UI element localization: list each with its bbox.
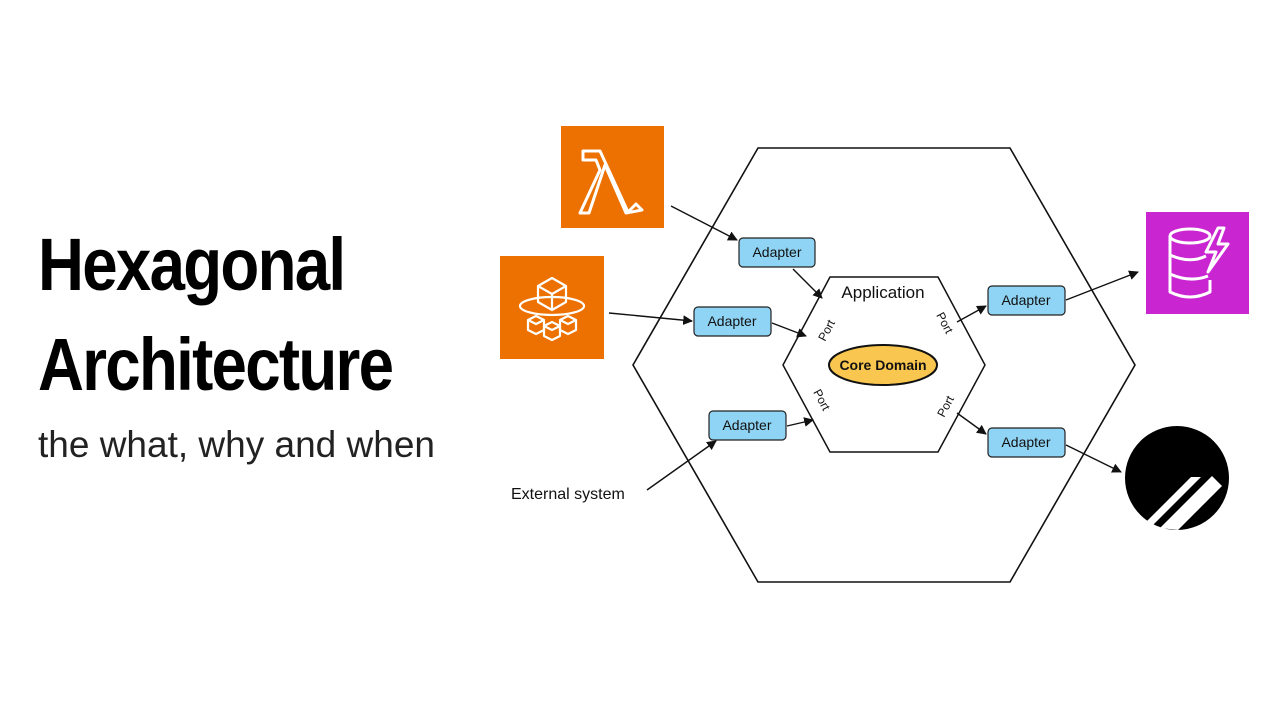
cube-cluster-icon: [500, 256, 604, 359]
adapter-top: Adapter: [738, 237, 816, 268]
title-architecture: Architecture: [38, 323, 394, 406]
edge-adapter-to-app-bottom: [786, 417, 814, 427]
outer-hexagon: [632, 147, 1136, 583]
adapter-left-label: Adapter: [707, 313, 756, 329]
edge-adapter-to-app-left: [771, 322, 807, 338]
external-system-label: External system: [511, 486, 625, 503]
edge-adapter-to-dynamodb: [1065, 270, 1139, 301]
subtitle: the what, why and when: [38, 424, 435, 465]
edge-app-to-adapter-right-top: [956, 305, 987, 323]
core-domain-label: Core Domain: [839, 357, 926, 373]
edge-adapter-to-planetscale: [1065, 444, 1122, 473]
planetscale-icon: [1125, 426, 1229, 530]
adapter-bottom-left-label: Adapter: [722, 417, 771, 433]
core-domain-ellipse: [828, 344, 938, 386]
adapter-left: Adapter: [693, 306, 772, 337]
edge-app-to-adapter-right-bottom: [956, 412, 987, 435]
adapter-top-label: Adapter: [752, 244, 801, 260]
adapter-right-top: Adapter: [987, 285, 1066, 316]
adapter-right-bottom: Adapter: [987, 427, 1066, 458]
adapter-right-top-label: Adapter: [1001, 292, 1050, 308]
edge-external-to-adapter: [646, 440, 717, 491]
application-label: Application: [841, 283, 924, 302]
title-hexagonal: Hexagonal: [38, 223, 346, 306]
edge-appsync-to-adapter: [608, 312, 693, 326]
adapter-bottom-left: Adapter: [708, 410, 787, 441]
edge-lambda-to-adapter: [670, 205, 738, 241]
adapter-right-bottom-label: Adapter: [1001, 434, 1050, 450]
database-lightning-icon: [1146, 212, 1249, 314]
lambda-icon: [561, 126, 664, 228]
edge-adapter-to-app-top: [792, 268, 823, 299]
